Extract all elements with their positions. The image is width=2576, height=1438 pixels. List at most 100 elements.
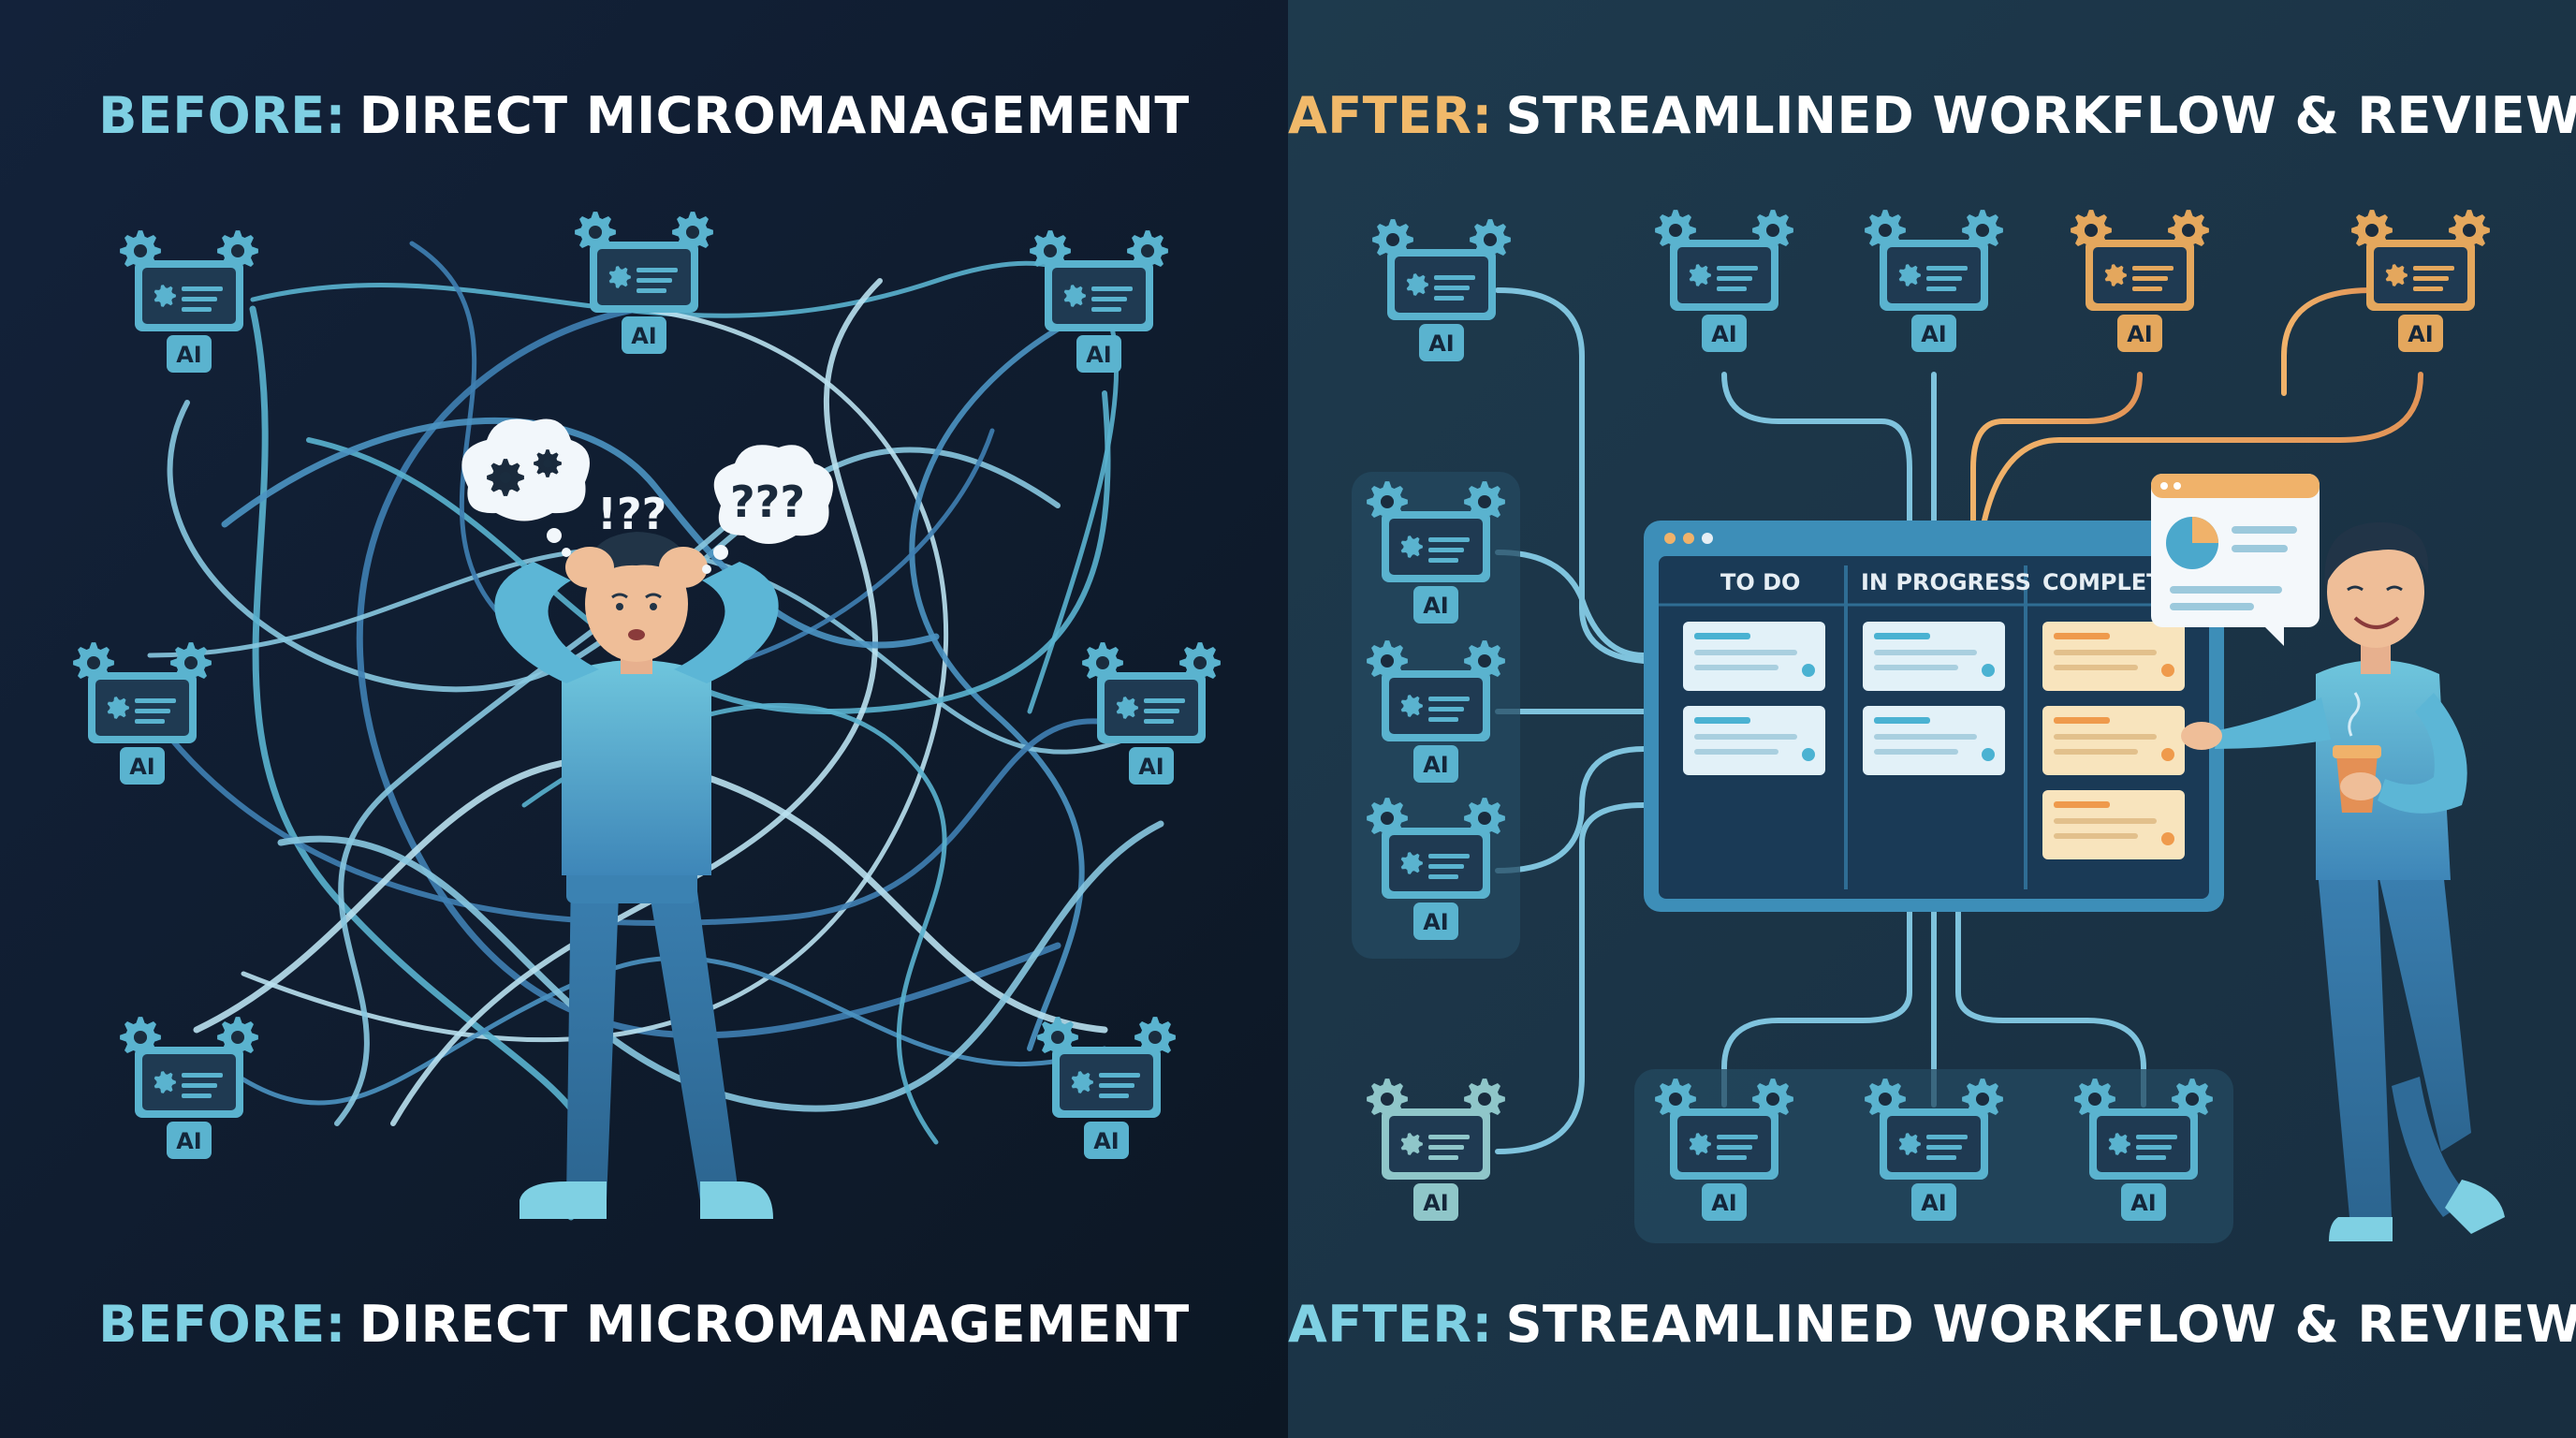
ai-agent-label: AI	[1711, 1190, 1737, 1216]
monitor-icon	[1670, 1108, 1778, 1180]
organized-connections	[1495, 287, 2423, 1154]
gear-icon	[487, 459, 524, 496]
flow-line	[1982, 372, 2423, 523]
tangle-line	[241, 306, 949, 1043]
ai-agent: AI	[1367, 798, 1505, 940]
ai-agent: AI	[73, 642, 212, 785]
tangle-line	[356, 305, 1061, 1039]
task-card	[1863, 706, 2005, 775]
flow-line	[1495, 550, 1647, 658]
thought-bubble-questions: ???	[702, 445, 833, 574]
tangle-line	[167, 400, 1061, 693]
tangle-line	[250, 260, 1120, 714]
ai-agent-label: AI	[176, 1128, 202, 1154]
flow-line	[1721, 909, 1912, 1108]
ai-agent-label: AI	[129, 754, 155, 780]
ai-agent: AI	[1367, 1078, 1505, 1221]
ai-agent-label: AI	[1423, 909, 1449, 935]
ai-agent-label: AI	[1921, 1190, 1947, 1216]
after-label: AFTER:	[1288, 86, 1493, 145]
flow-line	[1970, 372, 2143, 523]
gear-icon	[487, 459, 524, 496]
ai-agent: AI	[575, 212, 713, 354]
before-title: DIRECT MICROMANAGEMENT	[359, 86, 1190, 145]
monitor-icon	[1382, 511, 1490, 582]
flow-line	[1955, 909, 2146, 1108]
task-card	[2042, 622, 2185, 691]
flow-line	[1495, 746, 1647, 873]
kanban-board-icon	[1644, 521, 2224, 912]
relaxed-reviewer	[2181, 521, 2505, 1241]
monitor-icon	[1880, 240, 1988, 311]
tangle-line	[909, 306, 1098, 1051]
ai-agent-label: AI	[1138, 754, 1164, 780]
monitor-icon	[1880, 1108, 1988, 1180]
ai-agent-label: AI	[1423, 593, 1449, 619]
ai-agent-label: AI	[176, 342, 202, 368]
after-heading-top: AFTER:STREAMLINED WORKFLOW & REVIEW	[1288, 86, 2576, 145]
after-label: AFTER:	[1288, 1295, 1493, 1354]
monitor-icon	[88, 672, 197, 743]
pie-chart-icon	[2166, 517, 2218, 569]
ai-agent: AI	[1037, 1017, 1176, 1159]
monitor-icon	[1382, 670, 1490, 741]
tangle-line	[222, 955, 1107, 1106]
ai-agent: AI	[1655, 1078, 1793, 1221]
ai-agent: AI	[1865, 1078, 2003, 1221]
before-heading-bottom: BEFORE:DIRECT MICROMANAGEMENT	[0, 1295, 1288, 1354]
ai-agent: AI	[1865, 210, 2003, 352]
ai-agent-label: AI	[1428, 330, 1455, 357]
left-agents: AI AI AI AI AI AI AI	[73, 212, 1221, 1159]
after-heading-bottom: AFTER:STREAMLINED WORKFLOW & REVIEW	[1288, 1295, 2576, 1354]
ai-agent-label: AI	[2408, 321, 2434, 347]
tangle-line	[147, 709, 1145, 926]
tangle-line	[390, 278, 883, 1126]
ai-agent: AI	[1655, 210, 1793, 352]
monitor-icon	[1045, 260, 1153, 331]
monitor-icon	[2086, 240, 2194, 311]
ai-agent: AI	[2071, 210, 2209, 352]
ai-agent: AI	[1367, 640, 1505, 783]
tangle-line	[221, 417, 940, 649]
tangle-line	[147, 547, 1182, 755]
ai-agent-label: AI	[1093, 1128, 1120, 1154]
monitor-icon	[1097, 672, 1206, 743]
tangle-line	[277, 820, 1164, 1112]
ai-agent: AI	[1030, 230, 1168, 373]
report-popup	[2151, 474, 2320, 646]
monitor-icon	[1052, 1047, 1161, 1118]
flow-line	[1495, 802, 1647, 1154]
ai-agent-label: AI	[1423, 1190, 1449, 1216]
flow-line	[2281, 287, 2375, 396]
stressed-manager	[494, 532, 779, 1219]
column-in-progress-label: IN PROGRESS	[1861, 569, 2031, 595]
task-card	[1863, 622, 2005, 691]
task-card	[1683, 706, 1825, 775]
task-card	[2042, 790, 2185, 859]
thought-bubble-gears	[461, 418, 590, 557]
after-title: STREAMLINED WORKFLOW & REVIEW	[1505, 86, 2576, 145]
ai-agent-label: AI	[1711, 321, 1737, 347]
ai-agent: AI	[120, 1017, 258, 1159]
monitor-icon	[590, 242, 698, 313]
column-todo-label: TO DO	[1720, 569, 1800, 595]
ai-agent-label: AI	[1086, 342, 1112, 368]
monitor-icon	[135, 1047, 243, 1118]
before-heading-top: BEFORE:DIRECT MICROMANAGEMENT	[0, 86, 1288, 145]
monitor-icon	[1670, 240, 1778, 311]
gear-icon	[534, 449, 562, 477]
before-label: BEFORE:	[98, 86, 346, 145]
before-label: BEFORE:	[98, 1295, 346, 1354]
task-card	[1683, 622, 1825, 691]
after-title: STREAMLINED WORKFLOW & REVIEW	[1505, 1295, 2576, 1354]
monitor-icon	[135, 260, 243, 331]
ai-agent: AI	[120, 230, 258, 373]
ai-agent-label: AI	[1921, 321, 1947, 347]
flow-line	[1721, 372, 1912, 523]
ai-agent: AI	[2351, 210, 2490, 352]
ai-agent: AI	[1367, 481, 1505, 624]
monitor-icon	[1382, 828, 1490, 899]
